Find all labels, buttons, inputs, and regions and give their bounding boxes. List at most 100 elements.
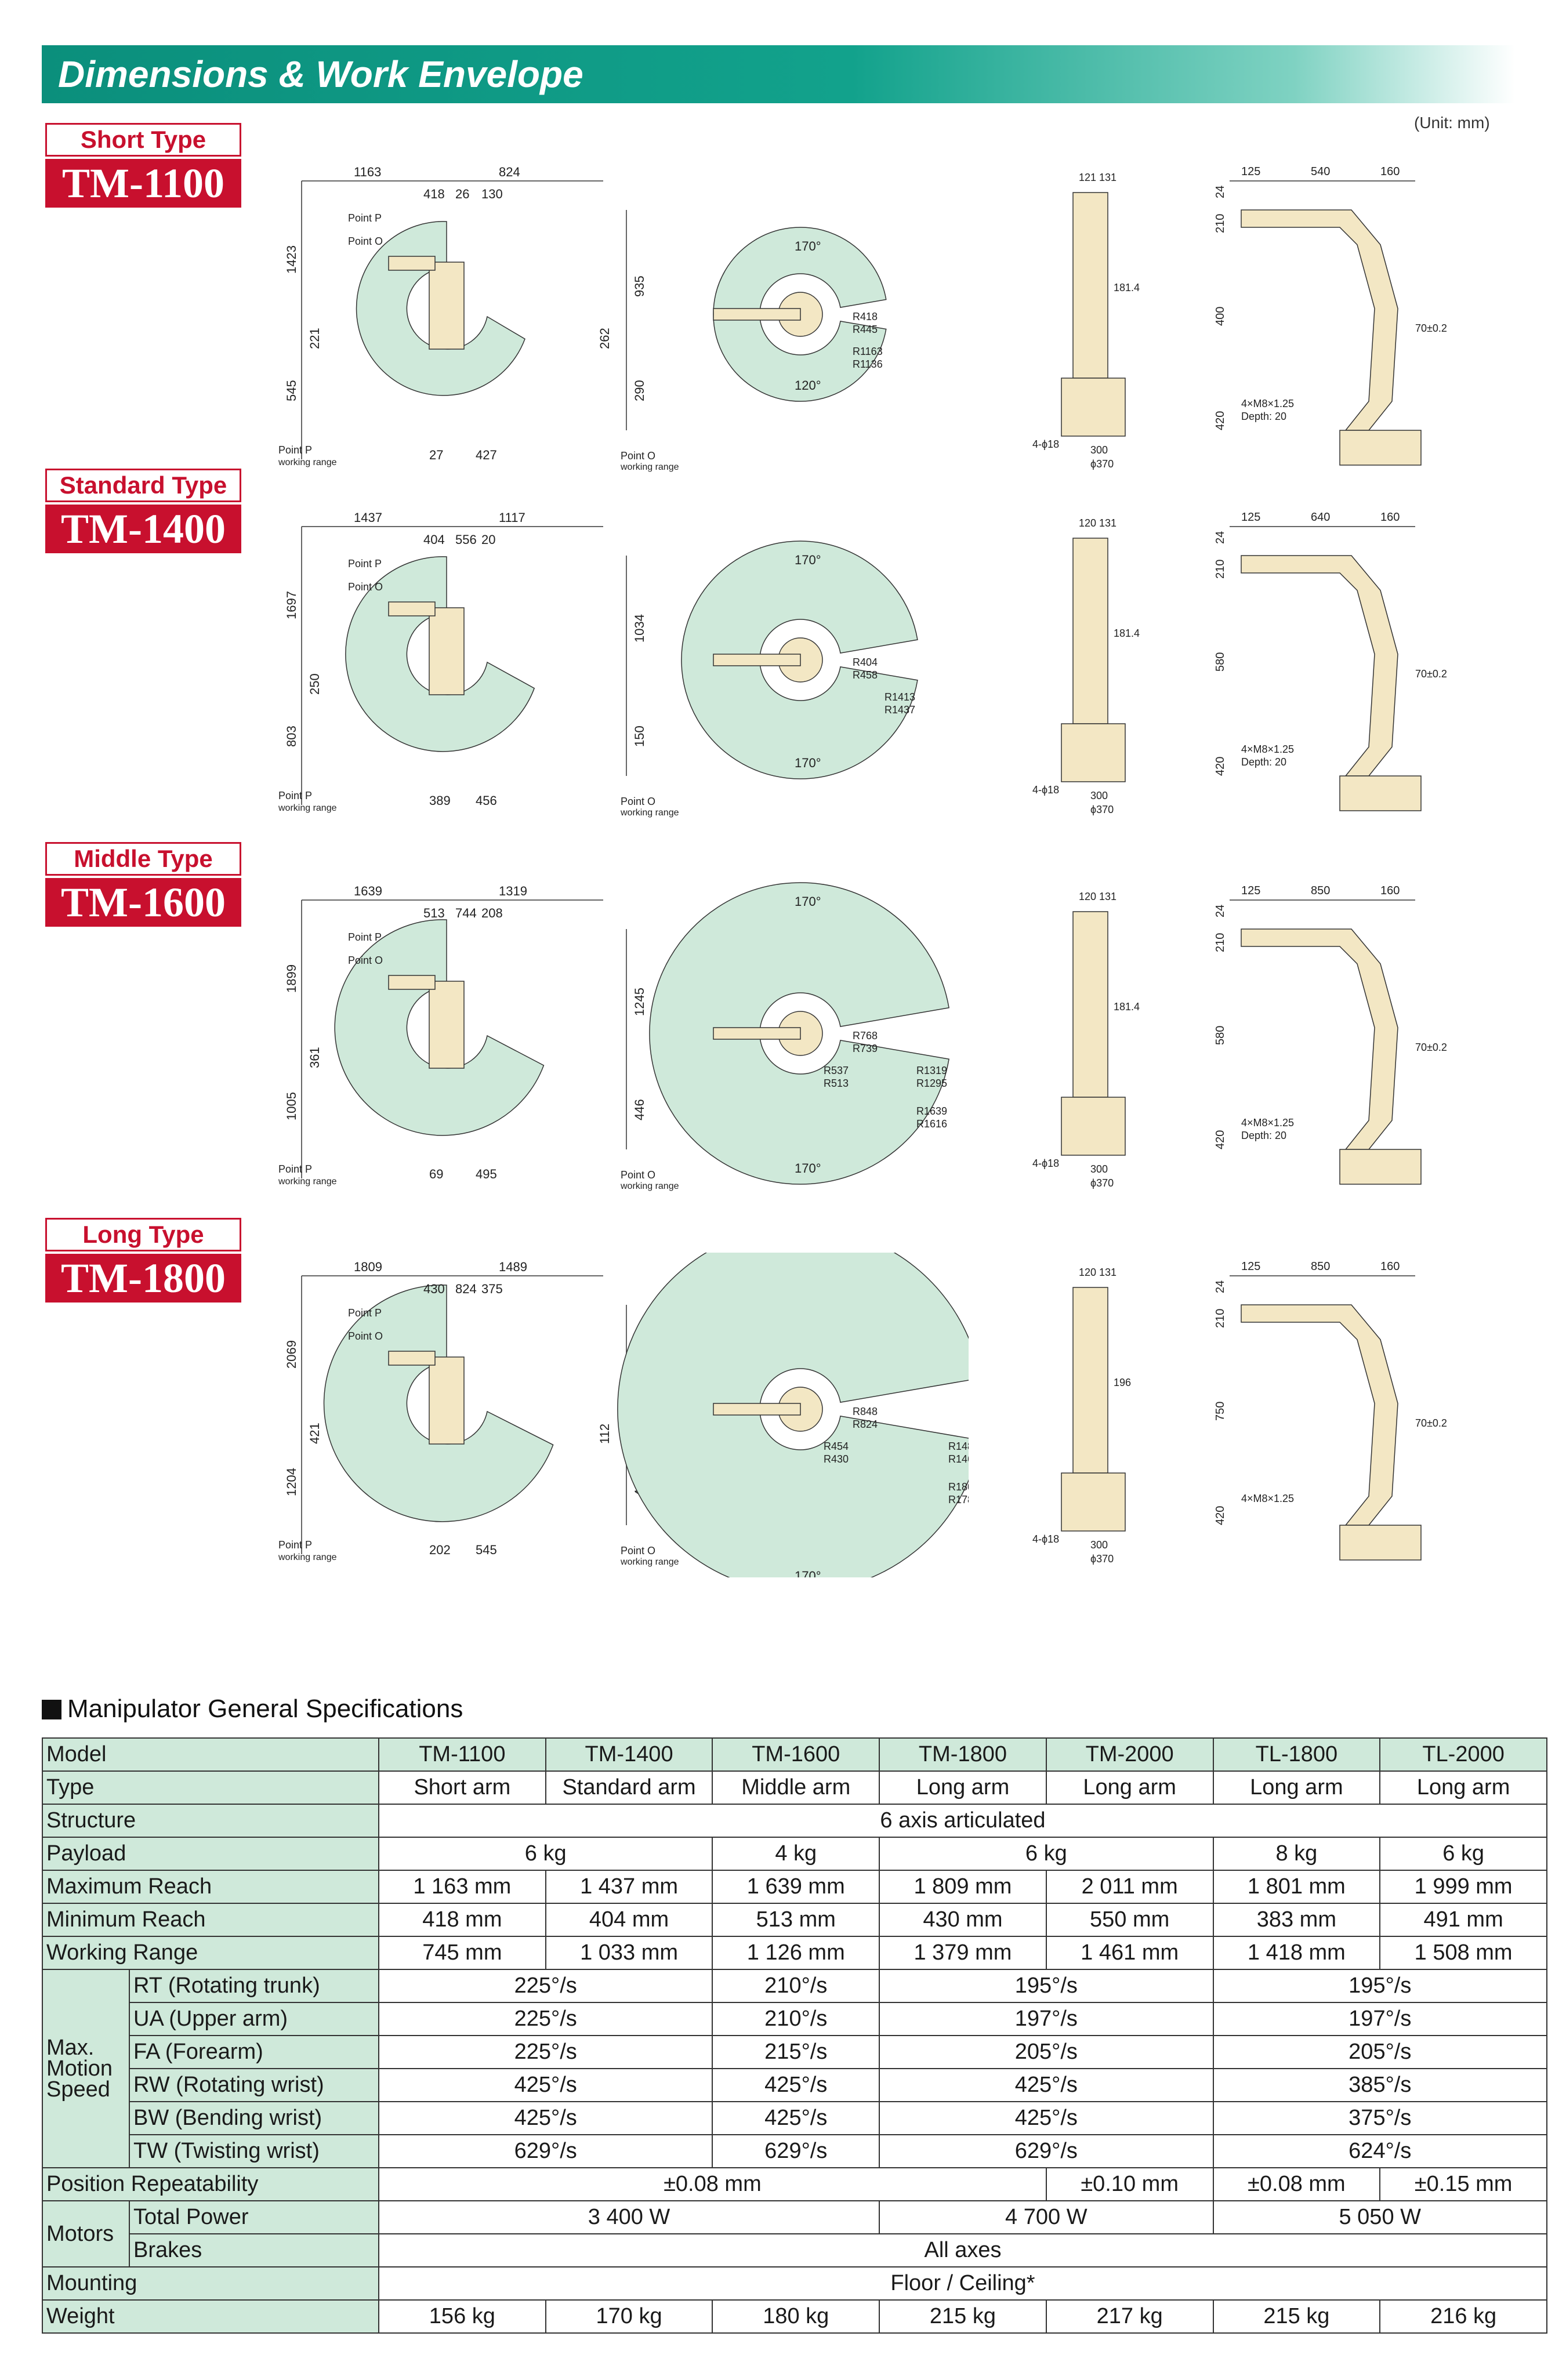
dimension-label: 210 [1214,560,1227,579]
dimension-label: 545 [284,380,299,401]
table-label: Type [42,1771,379,1805]
table-cell: 418 mm [378,1903,546,1937]
robot-arm-shape [713,308,801,321]
dimension-label: 375 [481,1282,503,1296]
table-cell: ±0.08 mm [378,2167,1047,2201]
dimension-label: 196 [1114,1377,1131,1388]
dimension-label: 389 [429,793,451,808]
dimension-label: R404 [853,656,878,668]
dimension-label: 170° [795,1569,821,1577]
model-label: TM-1600 [45,878,241,927]
point-p-label: Point P [278,444,312,456]
dimension-label: R1489 [948,1441,969,1452]
table-cell: 430 mm [879,1903,1047,1937]
working-range-label: working range [278,803,337,813]
dimension-label: 1117 [499,510,525,525]
dimension-label: 20 [481,532,495,547]
type-label: Long Type [45,1218,241,1251]
dimension-label: 131 [1099,517,1116,529]
robot-body-shape [1072,1287,1108,1474]
robot-arm-shape [713,654,801,666]
dimension-label: R430 [824,1453,849,1465]
table-cell: 1 437 mm [545,1870,713,1904]
dimension-label: 70±0.2 [1415,1042,1447,1053]
robot-body-shape [429,607,465,695]
robot-arm-shape [1241,555,1398,777]
robot-arm-shape [388,256,436,271]
table-cell: 197°/s [1212,2002,1548,2036]
dimension-label: 1639 [354,884,382,898]
dimension-label: 262 [597,328,612,349]
dimension-label: 210 [1214,214,1227,233]
model-label: TM-1100 [45,159,241,208]
table-label: Payload [42,1837,379,1871]
spec-title: Manipulator General Specifications [42,1695,463,1724]
point-p-label: Point P [348,931,382,943]
dimension-label: 850 [1311,1260,1330,1273]
table-cell: 225°/s [378,2002,713,2036]
dimension-label: 545 [476,1543,497,1557]
dimension-label: 456 [476,793,497,808]
dimension-label: R1809 [948,1481,969,1493]
dimension-label: R513 [824,1077,849,1089]
dimension-label: R848 [853,1406,878,1417]
dimension-label: R824 [853,1418,878,1430]
table-row: Max. Motion Speed RT (Rotating trunk) 22… [42,1969,1548,2168]
table-cell: 6 kg [378,1837,713,1871]
dimension-label: 125 [1241,1260,1260,1273]
dimension-label: 290 [632,380,647,401]
dimension-label: 130 [481,187,503,201]
dimension-label: R458 [853,669,878,681]
dimension-label: R445 [853,324,878,335]
table-cell: 156 kg [378,2299,546,2334]
table-cell: All axes [378,2233,1547,2267]
table-cell: 1 461 mm [1045,1936,1214,1970]
dimension-label: 120 [1079,1267,1096,1278]
robot-base-shape [1061,1097,1126,1156]
table-cell: 195°/s [879,1969,1214,2003]
table-row: Model TM-1100 TM-1400 TM-1600 TM-1800 TM… [42,1737,1547,1772]
dimension-label: 70±0.2 [1415,1417,1447,1429]
table-row: Payload 6 kg 4 kg 6 kg 8 kg 6 kg [42,1837,1547,1871]
dimension-label: 824 [455,1282,477,1296]
type-label: Middle Type [45,842,241,876]
table-cell: 425°/s [712,2068,880,2102]
square-bullet-icon [42,1700,61,1719]
working-range-label: working range [278,1552,337,1562]
robot-arm-shape [1241,928,1398,1150]
table-cell: 550 mm [1045,1903,1214,1937]
point-o-label: Point O [621,1545,655,1557]
top-view-diagram: 170°170°R848R824R1489R1465R1809R1785R454… [609,1253,969,1577]
table-row: Working Range 745 mm 1 033 mm 1 126 mm 1… [42,1936,1547,1970]
dimension-label: R1136 [853,358,883,370]
point-p-label: Point P [348,1307,382,1319]
table-label: RW (Rotating wrist) [129,2068,379,2102]
dimension-label: Depth: 20 [1241,411,1286,422]
table-cell: TM-1600 [712,1737,880,1772]
point-p-label: Point P [278,1163,312,1175]
table-cell: 1 379 mm [879,1936,1047,1970]
dimension-label: 160 [1380,1260,1400,1273]
table-label: Working Range [42,1936,379,1970]
dimension-label: R1163 [853,346,883,357]
dimension-label: 27 [429,448,443,462]
table-label: Minimum Reach [42,1903,379,1937]
dimension-label: 24 [1214,1280,1227,1293]
working-range-label: working range [278,1177,337,1187]
dimension-label: 300 [1090,444,1108,456]
table-cell: 513 mm [712,1903,880,1937]
dimension-label: 935 [632,275,647,297]
robot-arm-shape [388,975,436,990]
dimension-label: 181.4 [1114,282,1140,293]
dimension-label: 181.4 [1114,627,1140,639]
